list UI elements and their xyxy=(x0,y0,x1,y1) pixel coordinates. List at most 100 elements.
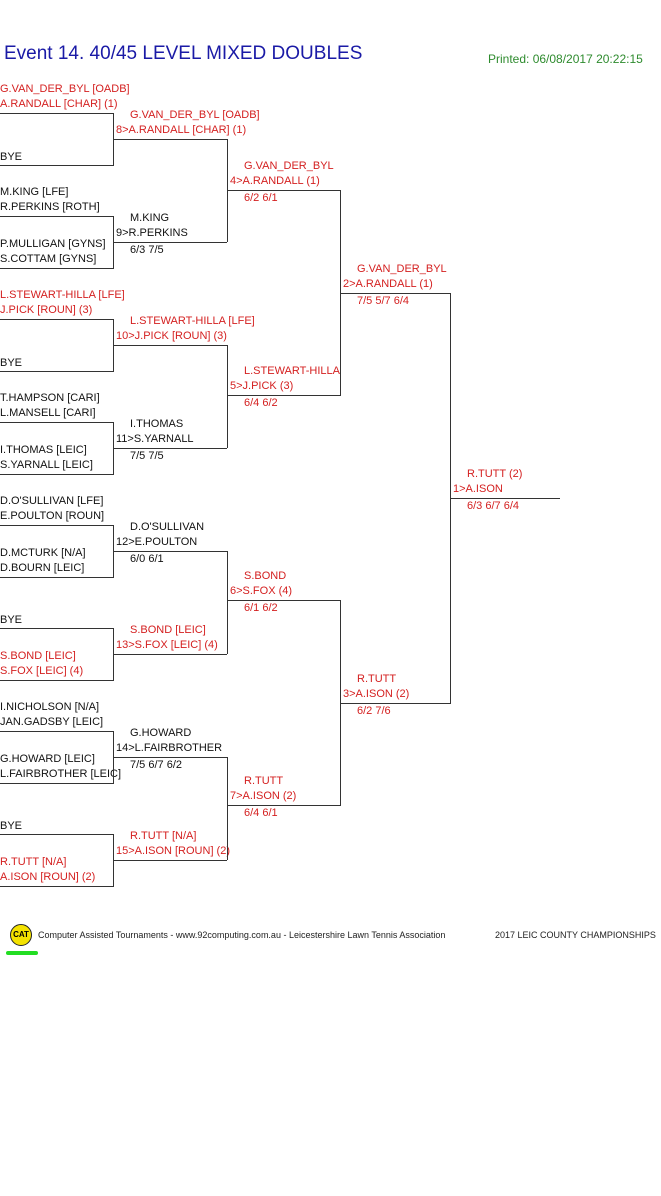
round3-entry: 5>J.PICK (3) xyxy=(230,380,294,392)
round2-line xyxy=(113,242,227,243)
round1-line xyxy=(0,731,114,732)
round1-line xyxy=(0,577,114,578)
round2-connector xyxy=(227,551,228,654)
round1-entry: JAN.GADSBY [LEIC] xyxy=(0,716,104,728)
round1-line xyxy=(0,216,114,217)
round1-entry: T.HAMPSON [CARI] xyxy=(0,392,100,404)
round3-score: 6/1 6/2 xyxy=(244,602,278,614)
round2-line xyxy=(113,139,227,140)
round3-entry: G.VAN_DER_BYL xyxy=(244,160,334,172)
round2-entry: 10>J.PICK [ROUN] (3) xyxy=(116,330,227,342)
round1-entry: D.O'SULLIVAN [LFE] xyxy=(0,495,104,507)
round1-entry: G.HOWARD [LEIC] xyxy=(0,753,95,765)
round1-line xyxy=(0,783,114,784)
round1-line xyxy=(0,680,114,681)
round1-entry: R.TUTT [N/A] xyxy=(0,856,67,868)
round1-entry: I.NICHOLSON [N/A] xyxy=(0,701,100,713)
round2-line xyxy=(113,551,227,552)
round1-line xyxy=(0,474,114,475)
final-winner: 1>A.ISON xyxy=(453,483,503,495)
round3-entry: 6>S.FOX (4) xyxy=(230,585,293,597)
round2-entry: D.O'SULLIVAN xyxy=(130,521,205,533)
round2-entry: 15>A.ISON [ROUN] (2) xyxy=(116,845,231,857)
round2-entry: M.KING xyxy=(130,212,170,224)
footer-event: 2017 LEIC COUNTY CHAMPIONSHIPS xyxy=(495,930,656,940)
round2-connector xyxy=(227,345,228,448)
round1-entry: S.YARNALL [LEIC] xyxy=(0,459,93,471)
round3-line xyxy=(227,805,341,806)
round4-entry: G.VAN_DER_BYL xyxy=(357,263,447,275)
final-line xyxy=(450,498,560,499)
round1-entry: J.PICK [ROUN] (3) xyxy=(0,304,93,316)
round3-score: 6/4 6/2 xyxy=(244,397,278,409)
page-title: Event 14. 40/45 LEVEL MIXED DOUBLES xyxy=(4,43,363,64)
footer-credits: Computer Assisted Tournaments - www.92co… xyxy=(38,930,446,940)
round1-line xyxy=(0,525,114,526)
round1-entry: E.POULTON [ROUN] xyxy=(0,510,105,522)
round1-line xyxy=(0,628,114,629)
round2-connector xyxy=(227,757,228,860)
round3-line xyxy=(227,395,341,396)
round2-line xyxy=(113,757,227,758)
round4-score: 7/5 5/7 6/4 xyxy=(357,295,409,307)
round3-entry: 4>A.RANDALL (1) xyxy=(230,175,320,187)
round1-line xyxy=(0,834,114,835)
round1-entry: D.BOURN [LEIC] xyxy=(0,562,85,574)
round4-entry: 2>A.RANDALL (1) xyxy=(343,278,433,290)
round1-line xyxy=(0,371,114,372)
round2-line xyxy=(113,860,227,861)
round1-entry: BYE xyxy=(0,357,23,369)
round1-entry: BYE xyxy=(0,151,23,163)
round1-entry: A.ISON [ROUN] (2) xyxy=(0,871,96,883)
printed-timestamp: Printed: 06/08/2017 20:22:15 xyxy=(488,52,643,66)
round1-entry: L.FAIRBROTHER [LEIC] xyxy=(0,768,122,780)
round2-entry: 9>R.PERKINS xyxy=(116,227,188,239)
round3-score: 6/4 6/1 xyxy=(244,807,278,819)
round3-line xyxy=(227,190,341,191)
round3-connector xyxy=(340,600,341,805)
round2-entry: 13>S.FOX [LEIC] (4) xyxy=(116,639,218,651)
round1-entry: P.MULLIGAN [GYNS] xyxy=(0,238,106,250)
round1-entry: S.BOND [LEIC] xyxy=(0,650,76,662)
round1-line xyxy=(0,886,114,887)
round1-entry: S.COTTAM [GYNS] xyxy=(0,253,97,265)
round1-line xyxy=(0,113,114,114)
round3-entry: L.STEWART-HILLA xyxy=(244,365,340,377)
round2-line xyxy=(113,654,227,655)
round1-line xyxy=(0,319,114,320)
round2-entry: 8>A.RANDALL [CHAR] (1) xyxy=(116,124,247,136)
round3-entry: R.TUTT xyxy=(244,775,284,787)
round1-line xyxy=(0,422,114,423)
round1-entry: I.THOMAS [LEIC] xyxy=(0,444,87,456)
round2-entry: G.HOWARD xyxy=(130,727,192,739)
round2-entry: 11>S.YARNALL xyxy=(116,433,194,445)
round2-score: 7/5 6/7 6/2 xyxy=(130,759,182,771)
final-winner: R.TUTT (2) xyxy=(467,468,523,480)
round1-entry: D.MCTURK [N/A] xyxy=(0,547,86,559)
round3-score: 6/2 6/1 xyxy=(244,192,278,204)
round2-entry: 14>L.FAIRBROTHER xyxy=(116,742,223,754)
round2-score: 6/0 6/1 xyxy=(130,553,164,565)
round3-entry: S.BOND xyxy=(244,570,287,582)
round2-line xyxy=(113,345,227,346)
round4-entry: R.TUTT xyxy=(357,673,397,685)
round1-line xyxy=(0,268,114,269)
round3-connector xyxy=(340,190,341,395)
logo-underline xyxy=(6,951,38,955)
round1-entry: S.FOX [LEIC] (4) xyxy=(0,665,84,677)
round2-entry: R.TUTT [N/A] xyxy=(130,830,197,842)
round4-score: 6/2 7/6 xyxy=(357,705,391,717)
round4-line xyxy=(340,703,451,704)
round2-entry: I.THOMAS xyxy=(130,418,184,430)
round2-entry: L.STEWART-HILLA [LFE] xyxy=(130,315,255,327)
round1-entry: L.STEWART-HILLA [LFE] xyxy=(0,289,125,301)
cat-logo-icon: CAT xyxy=(10,924,32,946)
round1-entry: L.MANSELL [CARI] xyxy=(0,407,96,419)
round3-entry: 7>A.ISON (2) xyxy=(230,790,297,802)
round2-line xyxy=(113,448,227,449)
round2-entry: 12>E.POULTON xyxy=(116,536,198,548)
round1-entry: A.RANDALL [CHAR] (1) xyxy=(0,98,118,110)
round1-entry: R.PERKINS [ROTH] xyxy=(0,201,100,213)
round4-entry: 3>A.ISON (2) xyxy=(343,688,410,700)
round1-entry: BYE xyxy=(0,820,23,832)
